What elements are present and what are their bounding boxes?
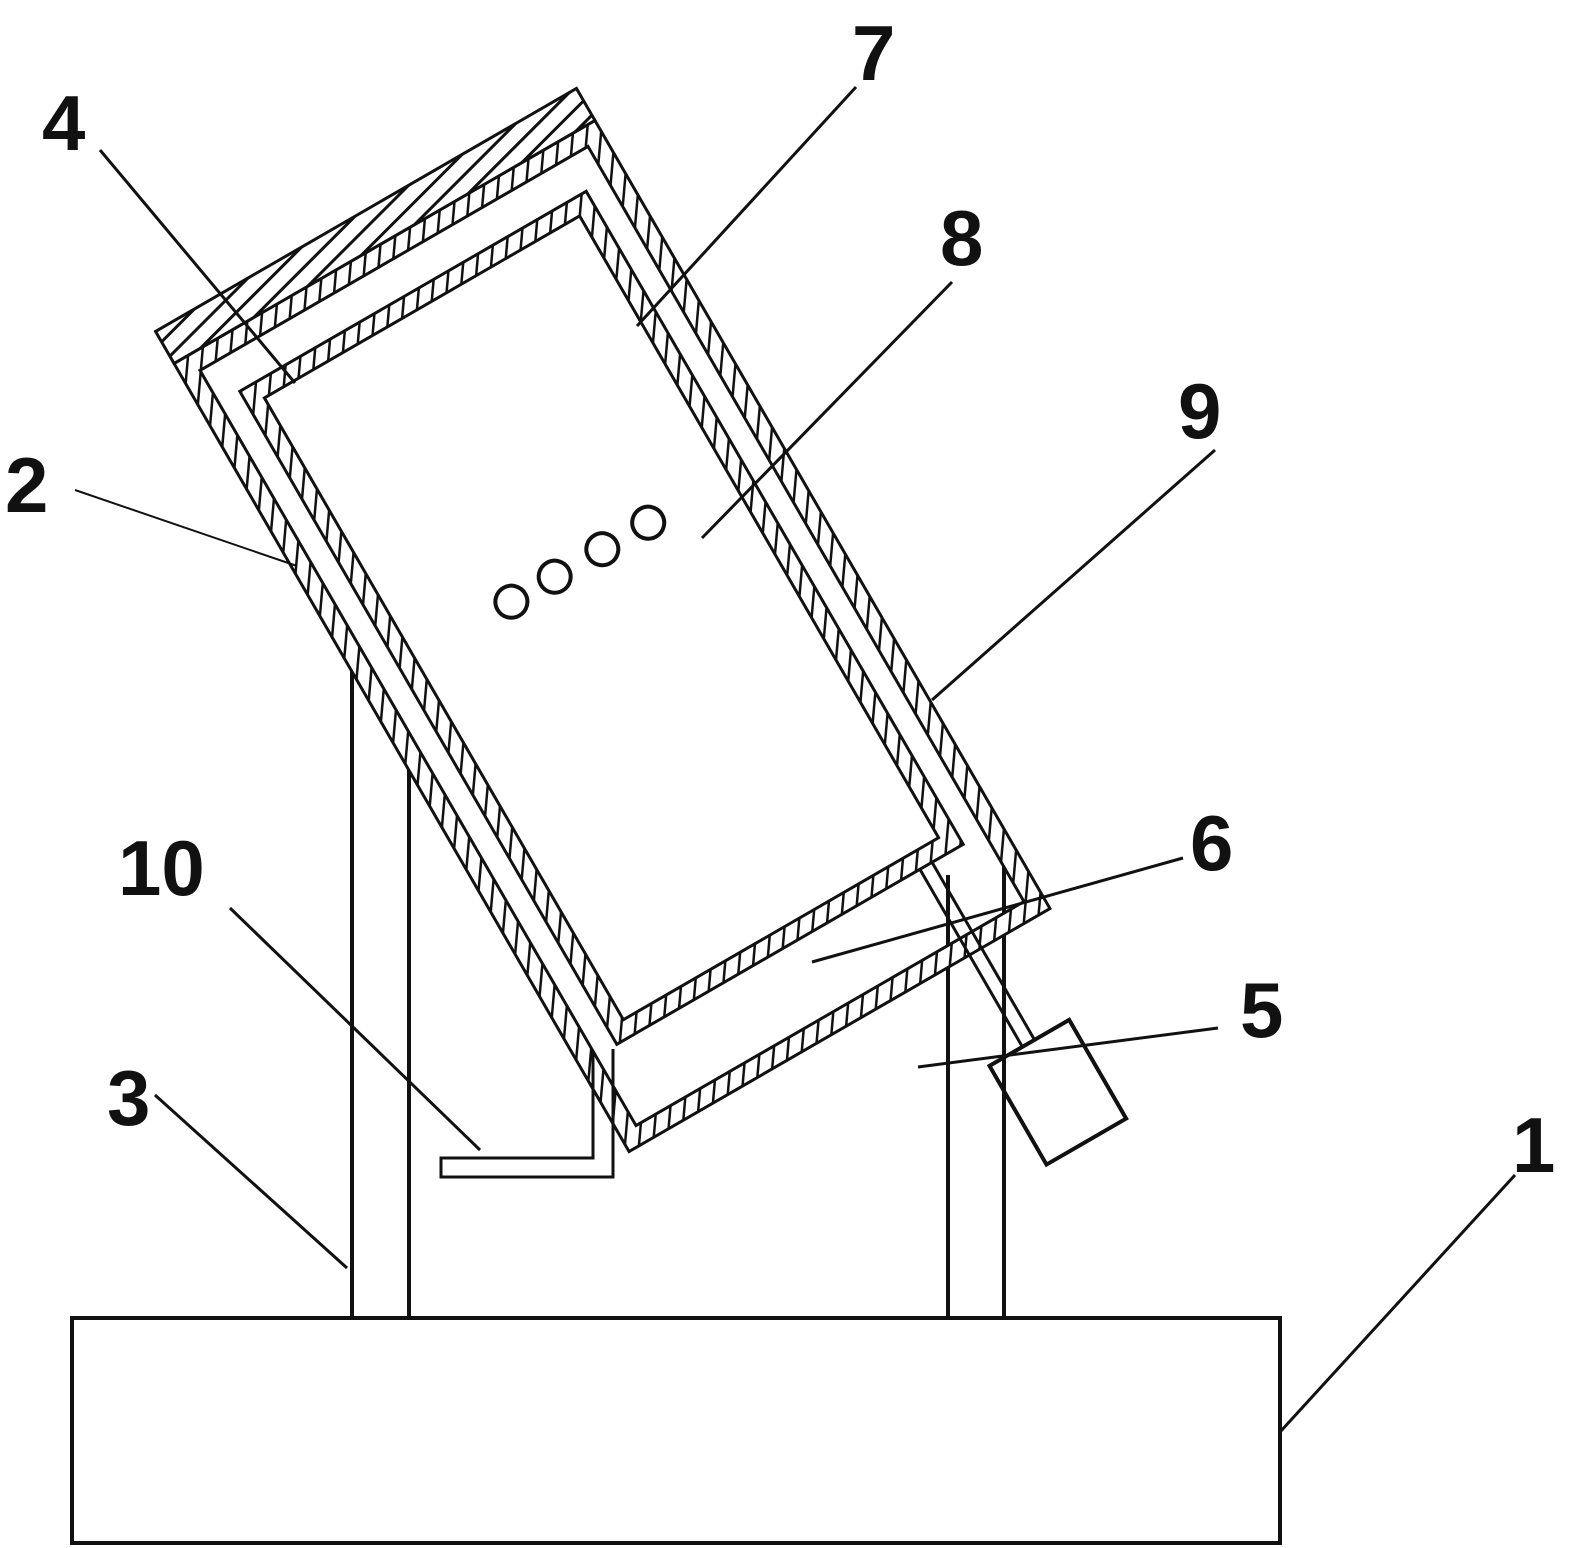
- leader-line-7: [635, 85, 858, 328]
- callout-4: 4: [42, 79, 85, 167]
- callout-9: 9: [1178, 367, 1221, 455]
- motor-block: [986, 1017, 1129, 1168]
- hole: [584, 531, 621, 568]
- drive-shaft: [918, 861, 1036, 1048]
- leader-line-3: [153, 1093, 349, 1270]
- callout-5: 5: [1240, 966, 1283, 1054]
- callout-10: 10: [118, 824, 205, 912]
- inner-liner-wall: [237, 189, 966, 1047]
- leader-line-1: [1278, 1173, 1517, 1434]
- leader-line-2: [74, 489, 298, 567]
- leader-line-9: [931, 448, 1216, 702]
- callout-3: 3: [107, 1054, 150, 1142]
- left-support-column: [350, 660, 411, 1318]
- leader-line-4: [98, 149, 297, 384]
- callout-1: 1: [1512, 1101, 1555, 1189]
- lid-plate: [153, 86, 597, 366]
- outlet-channel: [439, 1049, 615, 1179]
- leader-line-8: [700, 280, 954, 540]
- leader-line-5: [917, 1026, 1219, 1069]
- callout-6: 6: [1190, 799, 1233, 887]
- hole: [630, 504, 667, 541]
- leader-line-10: [228, 906, 482, 1152]
- callout-2: 2: [5, 441, 48, 529]
- callout-8: 8: [940, 194, 983, 282]
- hole: [536, 558, 573, 595]
- hole: [493, 583, 530, 620]
- tilted-box: [153, 86, 1129, 1168]
- callout-7: 7: [852, 9, 895, 97]
- base-block: [70, 1316, 1282, 1545]
- leader-line-6: [811, 856, 1184, 964]
